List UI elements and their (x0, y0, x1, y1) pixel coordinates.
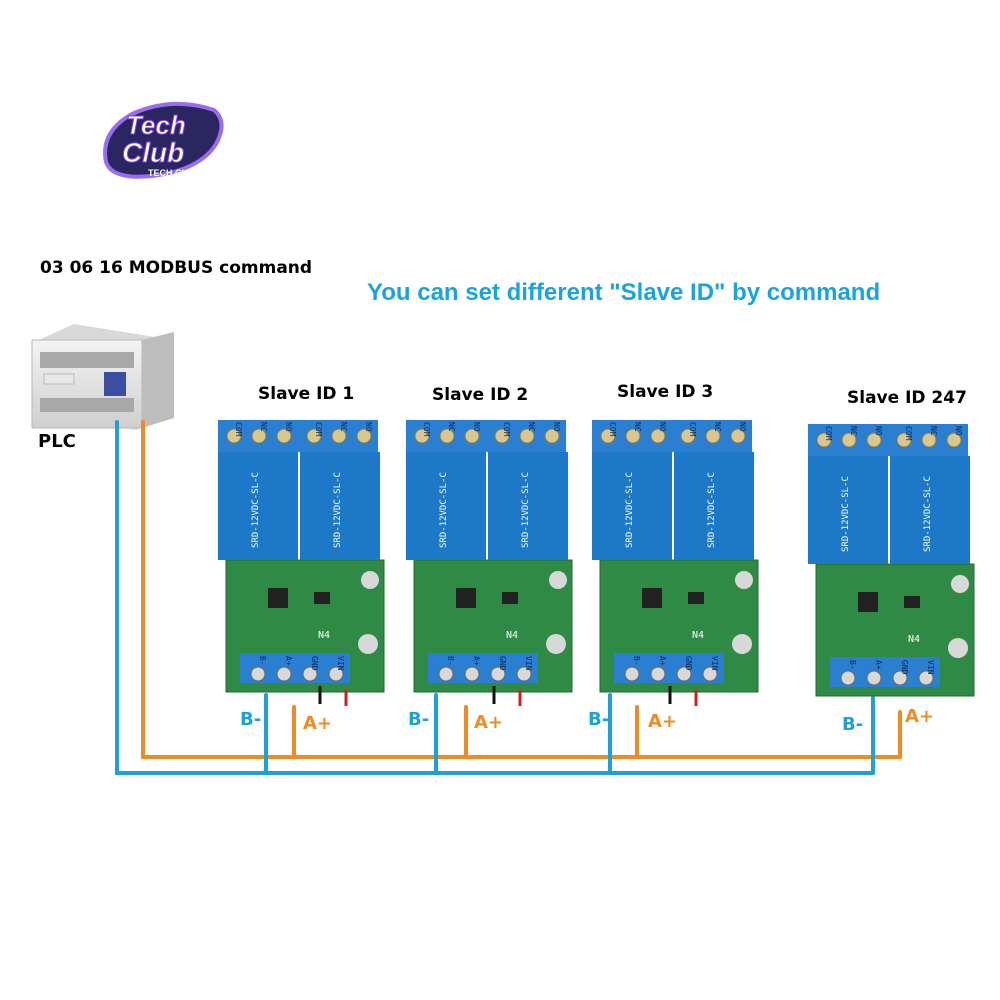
terminal-nc-1: NC (259, 422, 268, 432)
bottom-terminal-screws (840, 670, 934, 686)
bus-a-label-2: A+ (474, 712, 504, 733)
terminal-no-1: NO (284, 422, 293, 432)
terminal-vin: VIN (524, 656, 533, 671)
slave-id-label-2: Slave ID 2 (432, 385, 529, 405)
modbus-command-label: 03 06 16 MODBUS command (40, 258, 313, 278)
terminal-b-minus: B- (446, 656, 455, 666)
bus-b-wire (115, 420, 875, 775)
terminal-nc-2: NC (929, 426, 938, 436)
terminal-com-2: COM (502, 422, 511, 437)
relay-marking: SRD-12VDC-SL-C (333, 472, 343, 548)
terminal-a-plus: A+ (472, 656, 481, 666)
bus-b-label-247: B- (842, 714, 864, 735)
terminal-no-2: NO (738, 422, 747, 432)
terminal-gnd: GND (310, 656, 319, 671)
terminal-a-plus: A+ (874, 660, 883, 670)
top-terminal-screws (226, 428, 372, 444)
terminal-com-1: COM (234, 422, 243, 437)
plc-label: PLC (38, 431, 76, 452)
terminal-gnd: GND (900, 660, 909, 675)
terminal-no-2: NO (954, 426, 963, 436)
relay-board-247: SRD-12VDC-SL-C SRD-12VDC-SL-C N4 COM NC … (808, 424, 975, 697)
terminal-no-2: NO (552, 422, 561, 432)
terminal-com-1: COM (824, 426, 833, 441)
terminal-b-minus: B- (632, 656, 641, 666)
bus-b-label-3: B- (588, 709, 610, 730)
tech-club-logo: Tech Club TECH CLUB (103, 101, 224, 179)
terminal-no-1: NO (472, 422, 481, 432)
terminal-a-plus: A+ (284, 656, 293, 666)
logo-wordmark-bottom: Club (122, 137, 184, 168)
relay-marking: SRD-12VDC-SL-C (625, 472, 635, 548)
terminal-vin: VIN (710, 656, 719, 671)
terminal-no-2: NO (364, 422, 373, 432)
terminal-nc-1: NC (447, 422, 456, 432)
terminal-com-2: COM (314, 422, 323, 437)
relay-marking: SRD-12VDC-SL-C (521, 472, 531, 548)
terminal-com-2: COM (688, 422, 697, 437)
bus-b-label-1: B- (240, 709, 262, 730)
terminal-nc-2: NC (713, 422, 722, 432)
terminal-nc-1: NC (849, 426, 858, 436)
logo-wordmark-top: Tech (126, 110, 186, 140)
terminal-vin: VIN (336, 656, 345, 671)
headline: You can set different "Slave ID" by comm… (367, 279, 881, 306)
board-model: N4 (908, 634, 920, 645)
relay-marking: SRD-12VDC-SL-C (923, 476, 933, 552)
relay-marking: SRD-12VDC-SL-C (439, 472, 449, 548)
terminal-gnd: GND (498, 656, 507, 671)
bus-b-label-2: B- (408, 709, 430, 730)
terminal-nc-2: NC (339, 422, 348, 432)
bus-a-label-3: A+ (648, 711, 678, 732)
plc-device (31, 324, 174, 430)
board-model: N4 (318, 630, 330, 641)
terminal-b-minus: B- (258, 656, 267, 666)
top-terminal-screws (816, 432, 962, 448)
terminal-com-2: COM (904, 426, 913, 441)
terminal-com-1: COM (422, 422, 431, 437)
terminal-vin: VIN (926, 660, 935, 675)
relay-marking: SRD-12VDC-SL-C (841, 476, 851, 552)
relay-marking: SRD-12VDC-SL-C (251, 472, 261, 548)
bottom-terminal-screws (250, 666, 344, 682)
relay-board-2: SRD-12VDC-SL-C SRD-12VDC-SL-C N4 COM NC … (406, 420, 573, 706)
terminal-gnd: GND (684, 656, 693, 671)
bus-a-wire (141, 420, 902, 759)
top-terminal-screws (414, 428, 560, 444)
terminal-com-1: COM (608, 422, 617, 437)
bottom-terminal-screws (438, 666, 532, 682)
bus-a-label-1: A+ (303, 713, 333, 734)
terminal-no-1: NO (874, 426, 883, 436)
terminal-a-plus: A+ (658, 656, 667, 666)
slave-id-label-3: Slave ID 3 (617, 382, 714, 402)
terminal-b-minus: B- (848, 660, 857, 670)
slave-id-label-1: Slave ID 1 (258, 384, 355, 404)
terminal-nc-2: NC (527, 422, 536, 432)
logo-tagline: TECH CLUB (148, 168, 200, 178)
relay-board-1: SRD-12VDC-SL-C SRD-12VDC-SL-C N4 COM NC … (218, 420, 385, 706)
bus-a-label-247: A+ (905, 706, 935, 727)
top-terminal-screws (600, 428, 746, 444)
board-model: N4 (692, 630, 704, 641)
slave-id-label-247: Slave ID 247 (847, 388, 967, 408)
relay-board-3: SRD-12VDC-SL-C SRD-12VDC-SL-C N4 COM NC … (592, 420, 759, 706)
terminal-nc-1: NC (633, 422, 642, 432)
board-model: N4 (506, 630, 518, 641)
relay-marking: SRD-12VDC-SL-C (707, 472, 717, 548)
terminal-no-1: NO (658, 422, 667, 432)
bottom-terminal-screws (624, 666, 718, 682)
